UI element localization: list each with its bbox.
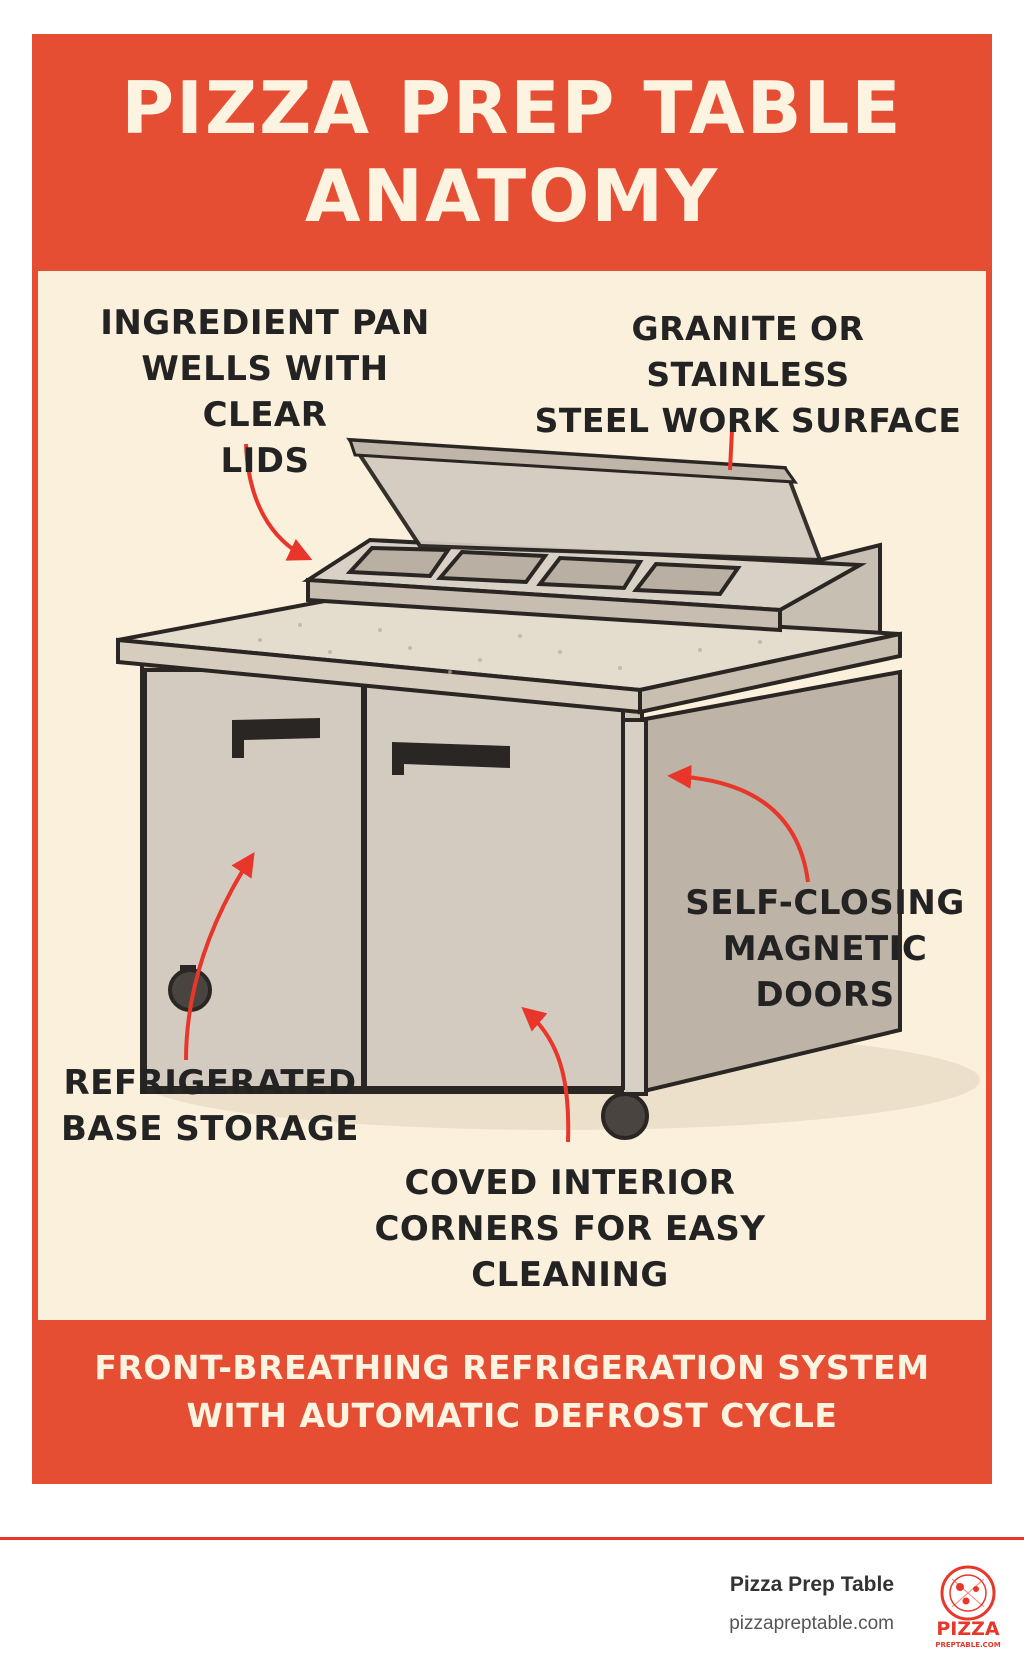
right-door [363,668,625,1090]
pizza-logo: PIZZA PREPTABLE.COM [935,1565,1001,1649]
pan-well [345,545,452,579]
arrow-pan-wells [244,443,313,561]
left-door-handle [232,718,320,758]
caster-right [601,1092,649,1140]
pan-well [536,555,644,591]
clear-lid-edge [347,438,799,484]
label-work-surface: GRANITE OR STAINLESS STEEL WORK SURFACE [534,309,962,440]
poster-title: PIZZA PREP TABLE ANATOMY [121,66,903,238]
label-doors: SELF-CLOSING MAGNETIC DOORS [685,883,965,1015]
footer-divider [0,1537,1024,1540]
brand-name: Pizza Prep Table [729,1573,894,1596]
work-surface-side-edge [638,631,902,715]
pan-well [632,561,742,597]
arrow-work-surface [728,409,735,471]
arrow-doors [667,764,810,883]
pan-rail-front [306,577,782,633]
pan-well [435,549,549,585]
right-door-handle [392,742,510,775]
label-pan-wells: INGREDIENT PAN WELLS WITH CLEAR LIDS [100,303,430,481]
granite-speckles [258,623,762,674]
refrigeration-note: FRONT-BREATHING REFRIGERATION SYSTEM WIT… [94,1348,930,1435]
arrow-coved-corners [521,1006,571,1143]
logo-text: PIZZA [936,1618,1000,1640]
logo-subtext: PREPTABLE.COM [935,1641,1000,1649]
arrow-base-storage [184,851,255,1061]
label-base-storage: REFRIGERATED BASE STORAGE [61,1063,359,1149]
corner-post [620,718,648,1096]
label-coved-corners: COVED INTERIOR CORNERS FOR EASY CLEANING [374,1163,766,1295]
brand-url[interactable]: pizzapreptable.com [729,1613,894,1634]
pan-wells [345,545,742,597]
